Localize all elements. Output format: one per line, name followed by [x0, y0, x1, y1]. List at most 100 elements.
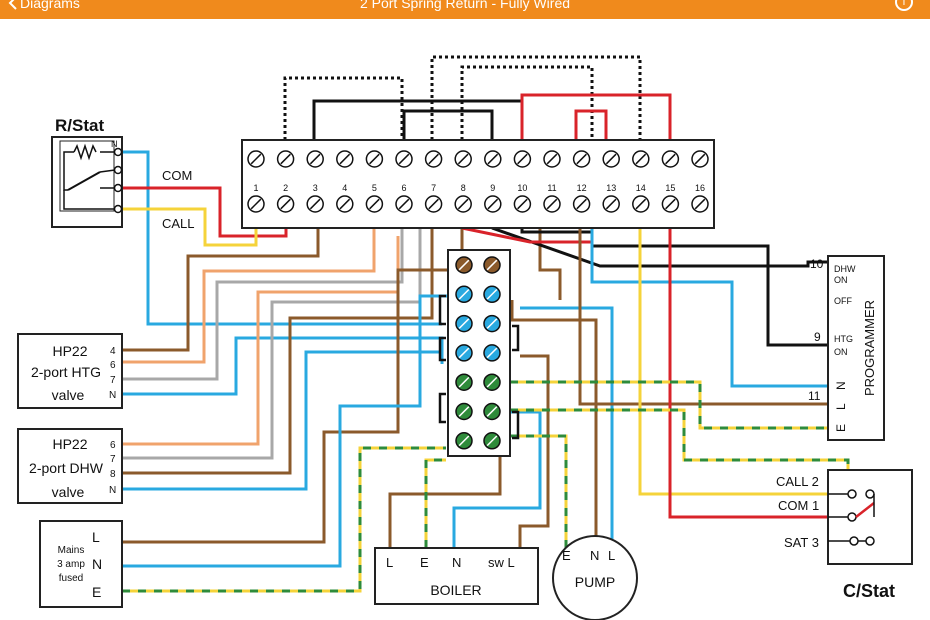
screw-slot [428, 198, 439, 210]
screw-slot [457, 198, 469, 210]
dotted-links [283, 55, 642, 140]
back-button[interactable]: Diagrams [8, 0, 80, 11]
page-title: 2 Port Spring Return - Fully Wired [359, 0, 571, 11]
screw-slot [665, 153, 676, 165]
svg-text:2-port DHW: 2-port DHW [29, 460, 104, 476]
cylinder-thermostat: CALL 2 COM 1 SAT 3 C/Stat [776, 469, 913, 601]
svg-text:L: L [386, 555, 393, 570]
mains-supply: Mains 3 amp fused L N E [39, 520, 123, 608]
svg-text:E: E [92, 584, 101, 600]
svg-text:COM 1: COM 1 [778, 498, 819, 513]
screw-slot [694, 153, 706, 165]
svg-text:PUMP: PUMP [575, 574, 615, 590]
svg-text:8: 8 [110, 469, 116, 480]
screw-slot [339, 153, 351, 165]
svg-text:E: E [834, 424, 848, 432]
programmer: DHW ON OFF HTG ON N L E PROGRAMMER 10 9 … [808, 255, 885, 441]
hp22-dhw-valve: HP22 2-port DHW valve 6 7 8 N [17, 428, 123, 504]
svg-text:6: 6 [110, 440, 116, 451]
terminal-number: 9 [490, 183, 495, 193]
svg-text:N: N [109, 390, 116, 401]
screw-slot [635, 198, 647, 210]
svg-text:OFF: OFF [834, 296, 852, 306]
screw-slot [546, 198, 558, 210]
svg-text:7: 7 [110, 375, 116, 386]
svg-text:L: L [834, 403, 848, 410]
svg-text:PROGRAMMER: PROGRAMMER [862, 300, 877, 396]
chevron-left-icon [8, 0, 17, 10]
back-label: Diagrams [20, 0, 80, 11]
svg-text:HP22: HP22 [52, 436, 87, 452]
svg-text:N: N [92, 556, 102, 572]
svg-text:6: 6 [110, 360, 116, 371]
terminal-number: 1 [253, 183, 258, 193]
svg-text:4: 4 [110, 346, 116, 357]
svg-text:N: N [109, 485, 116, 496]
room-thermostat: R/Stat N COM CALL [51, 116, 195, 231]
screw-slot [576, 198, 587, 210]
screw-slot [250, 198, 262, 210]
screw-slot [280, 198, 291, 210]
svg-text:9: 9 [814, 330, 821, 344]
terminal-number: 5 [372, 183, 377, 193]
screw-slot [576, 153, 587, 165]
screw-slot [369, 153, 380, 165]
wires [120, 150, 852, 568]
solid-links [312, 93, 672, 140]
svg-text:fused: fused [59, 573, 83, 584]
terminal-number: 4 [342, 183, 347, 193]
screw-slot [665, 198, 676, 210]
screw-slot [605, 198, 617, 210]
info-icon[interactable]: i [895, 0, 913, 11]
screw-slot [635, 153, 647, 165]
rstat-com-label: COM [162, 168, 192, 183]
screw-slot [487, 198, 499, 210]
svg-text:11: 11 [808, 389, 821, 403]
screw-slot [486, 406, 498, 417]
svg-text:L: L [92, 529, 100, 545]
svg-text:HP22: HP22 [52, 343, 87, 359]
screw-slot [486, 376, 498, 388]
svg-text:sw L: sw L [488, 555, 515, 570]
svg-text:L: L [608, 548, 615, 563]
svg-text:E: E [562, 548, 571, 563]
hp22-htg-valve: HP22 2-port HTG valve 4 6 7 N [17, 333, 123, 409]
terminal-number: 11 [547, 183, 556, 193]
rstat-call-label: CALL [162, 216, 195, 231]
rstat-n-label: N [111, 139, 118, 149]
screw-slot [458, 318, 470, 329]
terminal-number: 12 [577, 183, 587, 193]
screw-slot [458, 259, 470, 271]
screw-slot [486, 435, 498, 447]
svg-text:E: E [420, 555, 429, 570]
svg-text:valve: valve [52, 484, 85, 500]
cstat-title: C/Stat [843, 581, 895, 601]
screw-slot [398, 153, 410, 165]
pump: E N L PUMP [552, 535, 638, 620]
svg-text:DHW: DHW [834, 264, 856, 274]
terminal-number: 13 [606, 183, 616, 193]
title-bar: Diagrams 2 Port Spring Return - Fully Wi… [0, 0, 930, 19]
rstat-title: R/Stat [55, 116, 104, 135]
terminal-number: 8 [461, 183, 466, 193]
svg-text:CALL 2: CALL 2 [776, 474, 819, 489]
screw-slot [309, 153, 321, 165]
terminal-number: 7 [431, 183, 436, 193]
screw-slot [458, 406, 470, 417]
screw-slot [546, 153, 558, 165]
terminal-number: 10 [517, 183, 527, 193]
screw-slot [487, 153, 499, 165]
earth-wires [122, 380, 850, 593]
screw-slot [280, 153, 291, 165]
screw-slot [517, 153, 528, 165]
svg-text:10: 10 [810, 257, 824, 271]
terminal-number: 2 [283, 183, 288, 193]
boiler: L E N sw L BOILER [374, 547, 539, 605]
screw-slot [458, 347, 470, 359]
screw-slot [458, 288, 470, 300]
svg-text:N: N [452, 555, 461, 570]
screw-slot [486, 318, 498, 329]
junction-block [438, 249, 520, 457]
